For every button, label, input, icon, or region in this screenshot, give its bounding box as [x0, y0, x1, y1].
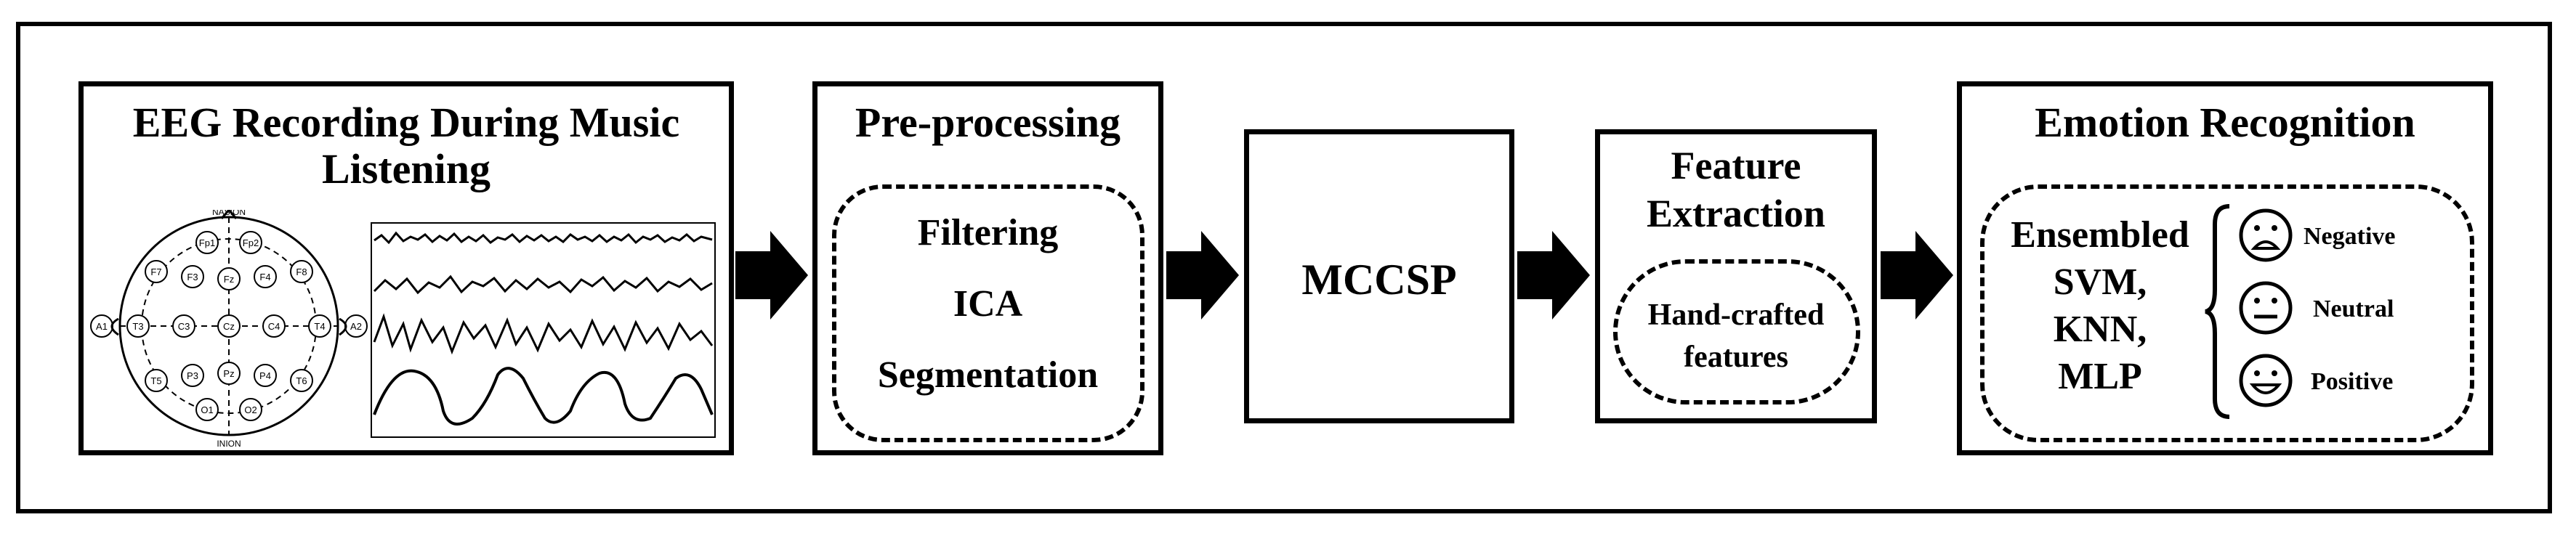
electrode-t3	[126, 314, 150, 338]
step-segmentation: Segmentation	[877, 354, 1099, 396]
feature-title-line1: Feature	[1671, 144, 1801, 187]
sad-face-icon	[2239, 208, 2293, 262]
electrode-label-c3: C3	[178, 321, 190, 332]
electrode-t4	[308, 314, 331, 338]
eeg-title-line1: EEG Recording During Music	[132, 99, 680, 146]
electrode-label-fz: Fz	[224, 274, 234, 285]
electrode-label-p3: P3	[187, 370, 198, 381]
electrode-label-t5: T5	[150, 375, 161, 386]
nasion-label: NASION	[212, 210, 246, 217]
electrode-label-pz: Pz	[223, 368, 234, 379]
handcrafted-line1: Hand-crafted	[1647, 298, 1825, 332]
step-filtering: Filtering	[917, 212, 1059, 253]
electrode-p3	[181, 364, 204, 387]
electrode-label-f4: F4	[259, 272, 270, 282]
eeg-trace-3	[373, 313, 714, 355]
electrode-label-f8: F8	[296, 267, 307, 277]
electrode-p4	[254, 364, 277, 387]
electrode-label-cz: Cz	[223, 321, 235, 332]
electrode-f7	[145, 260, 168, 283]
electrode-t5	[145, 369, 168, 392]
mccsp-box: MCCSP	[1244, 129, 1514, 423]
eeg-trace-2	[373, 274, 713, 295]
electrode-f3	[181, 265, 204, 288]
classifier-mlp: MLP	[2058, 356, 2142, 397]
step-ica: ICA	[953, 283, 1023, 325]
electrode-label-fp2: Fp2	[243, 237, 259, 248]
class-negative: Negative	[2304, 223, 2396, 250]
eeg-trace-4	[373, 367, 714, 426]
class-neutral: Neutral	[2313, 296, 2394, 322]
arrow-4	[1881, 231, 1953, 320]
preprocessing-title: Pre-processing	[855, 99, 1121, 146]
electrode-f8	[290, 260, 313, 283]
feature-extraction-box: Feature Extraction Hand-crafted features	[1595, 129, 1877, 423]
arrow-3	[1517, 231, 1590, 320]
electrode-o2	[239, 398, 262, 421]
inion-label: INION	[217, 439, 241, 449]
emotion-recognition-box: Emotion Recognition Ensembled SVM, KNN, …	[1957, 81, 2493, 455]
electrode-fp2	[239, 231, 262, 254]
electrode-c3	[172, 314, 195, 338]
neutral-face-icon	[2239, 281, 2293, 335]
electrode-fz	[217, 267, 241, 290]
electrode-label-a1: A1	[96, 321, 108, 332]
electrode-o1	[195, 398, 219, 421]
curly-brace-icon	[2205, 204, 2230, 419]
preprocessing-box: Pre-processing Filtering ICA Segmentatio…	[812, 81, 1163, 455]
electrode-label-f7: F7	[150, 267, 161, 277]
electrode-c4	[262, 314, 286, 338]
electrode-label-t4: T4	[314, 321, 325, 332]
eeg-recording-box: EEG Recording During Music Listening NAS…	[78, 81, 734, 455]
eeg-signal-plot	[371, 222, 716, 438]
electrode-label-o1: O1	[201, 404, 213, 415]
mccsp-label: MCCSP	[1301, 256, 1457, 304]
electrode-label-o2: O2	[244, 404, 257, 415]
feature-title-line2: Extraction	[1647, 192, 1825, 235]
classifier-ensembled: Ensembled	[2011, 214, 2189, 256]
class-positive: Positive	[2311, 368, 2394, 395]
emotion-classifier-group	[1980, 184, 2474, 442]
electrode-label-t3: T3	[132, 321, 143, 332]
electrode-fp1	[195, 231, 219, 254]
emotion-title: Emotion Recognition	[2035, 99, 2415, 146]
electrode-label-t6: T6	[296, 375, 307, 386]
electrode-label-fp1: Fp1	[199, 237, 215, 248]
electrode-label-a2: A2	[350, 321, 362, 332]
arrow-1	[735, 231, 808, 320]
handcrafted-features-group	[1613, 259, 1860, 404]
eeg-title-line2: Listening	[321, 145, 491, 192]
electrode-label-p4: P4	[259, 370, 271, 381]
classifier-knn: KNN,	[2053, 309, 2147, 350]
electrode-label-c4: C4	[268, 321, 280, 332]
handcrafted-line2: features	[1684, 341, 1788, 374]
classifier-svm: SVM,	[2053, 261, 2147, 303]
electrode-f4	[254, 265, 277, 288]
preprocessing-steps-group	[832, 184, 1144, 442]
eeg-trace-1	[374, 231, 713, 245]
happy-face-icon	[2239, 354, 2293, 407]
electrode-t6	[290, 369, 313, 392]
electrode-cz	[217, 314, 241, 338]
electrode-label-f3: F3	[187, 272, 198, 282]
outer-frame	[16, 22, 2552, 513]
electrode-pz	[217, 362, 241, 385]
arrow-2	[1166, 231, 1239, 320]
